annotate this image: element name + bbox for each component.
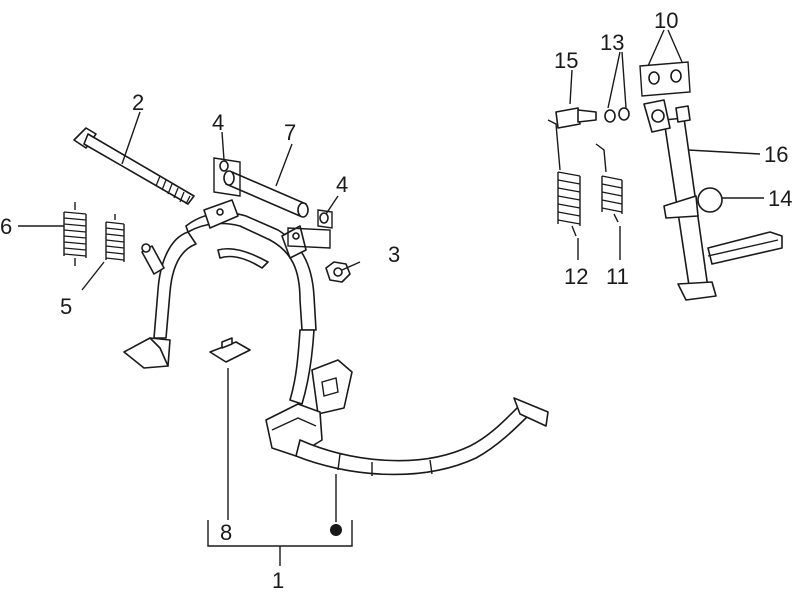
callout-5: 5 [60, 294, 72, 319]
callout-2: 2 [132, 90, 144, 115]
callout-15: 15 [554, 48, 578, 73]
callout-14: 14 [768, 186, 792, 211]
leader-lines [18, 29, 764, 566]
spring-11 [595, 143, 623, 223]
bolt-15 [555, 107, 597, 129]
callout-4-right: 4 [336, 172, 348, 197]
callout-11: 11 [606, 264, 629, 289]
spring-5 [105, 214, 125, 262]
nut [325, 261, 351, 283]
spring-12 [547, 119, 581, 237]
callout-12: 12 [564, 264, 588, 289]
bolt [73, 127, 195, 205]
pin [663, 187, 723, 219]
callout-4-left: 4 [212, 110, 224, 135]
callout-6: 6 [0, 214, 12, 239]
callout-13: 13 [600, 30, 624, 55]
callout-labels: 1 2 3 4 4 5 6 7 8 10 11 12 13 14 15 16 [0, 8, 792, 593]
plate [209, 337, 251, 363]
washers-10 [639, 61, 691, 97]
center-stand [123, 199, 549, 476]
callout-1: 1 [272, 568, 284, 593]
spring-6 [63, 202, 87, 266]
callout-10: 10 [654, 8, 678, 33]
washers-13 [604, 107, 630, 123]
callout-16: 16 [764, 142, 788, 167]
washer-4-left [213, 157, 241, 197]
callout-3: 3 [388, 242, 400, 267]
callout-7: 7 [284, 120, 296, 145]
grease-nipple [141, 243, 165, 275]
callout-8: 8 [220, 520, 232, 545]
shaft [223, 170, 309, 218]
bullet-dot [330, 524, 342, 536]
